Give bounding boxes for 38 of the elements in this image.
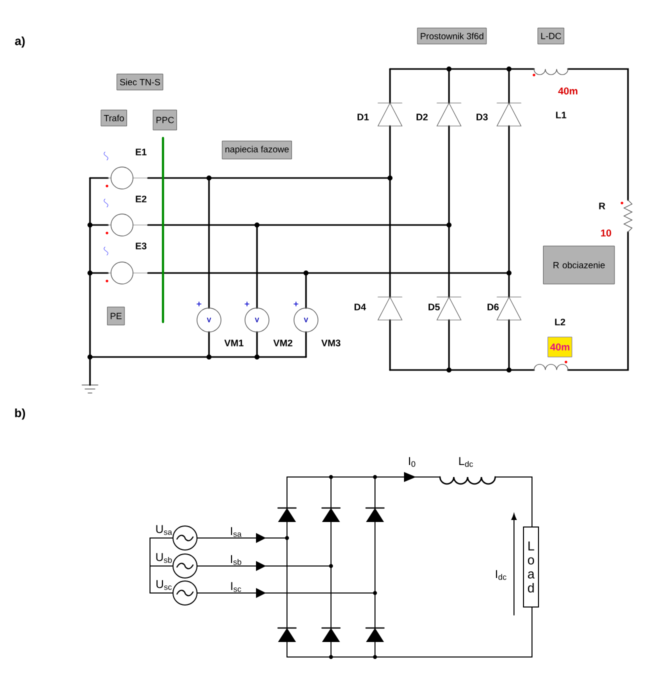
- label-box: L-DC: [538, 28, 564, 44]
- component-label: D1: [358, 114, 369, 120]
- current-label: I$_{sb}$: [230, 555, 242, 565]
- component-label: E1: [136, 148, 147, 156]
- load-box: Load: [523, 526, 539, 608]
- voltage-label: U$_{sa}$: [156, 525, 172, 535]
- label-box: PE: [107, 306, 125, 326]
- component-label: R: [599, 202, 606, 210]
- component-label: D5: [428, 304, 440, 310]
- component-label: L$_{dc}$: [459, 457, 473, 467]
- current-label: I$_{dc}$: [496, 570, 506, 580]
- value-label: 40m: [558, 87, 578, 95]
- label-box: PPC: [153, 110, 177, 130]
- label-box: R obciazenie: [543, 246, 615, 284]
- component-label: D4: [354, 304, 366, 310]
- panel-label: b): [15, 408, 26, 420]
- current-label: I$_{sc}$: [231, 582, 242, 592]
- label-box: Prostownik 3f6d: [417, 28, 487, 44]
- current-label: I$_{0}$: [409, 457, 416, 467]
- value-label: 10: [601, 229, 612, 237]
- component-label: D6: [488, 304, 499, 310]
- component-label: D3: [476, 114, 488, 120]
- component-label: E3: [136, 242, 146, 250]
- component-label: D2: [416, 114, 428, 120]
- current-label: I$_{sa}$: [230, 527, 242, 537]
- panel-label: a): [15, 36, 25, 48]
- component-label: L2: [555, 318, 566, 326]
- component-label: VM3: [321, 340, 340, 346]
- component-label: VM2: [273, 340, 292, 346]
- voltage-label: U$_{sb}$: [156, 553, 172, 563]
- component-label: E2: [136, 196, 146, 202]
- component-label: VM1: [224, 340, 244, 346]
- label-box: napiecia fazowe: [222, 140, 292, 160]
- voltage-label: U$_{sc}$: [156, 580, 172, 590]
- value-box: 40m: [548, 336, 572, 358]
- label-box: Siec TN-S: [116, 74, 164, 90]
- label-box: Trafo: [100, 110, 128, 126]
- component-label: L1: [556, 112, 566, 118]
